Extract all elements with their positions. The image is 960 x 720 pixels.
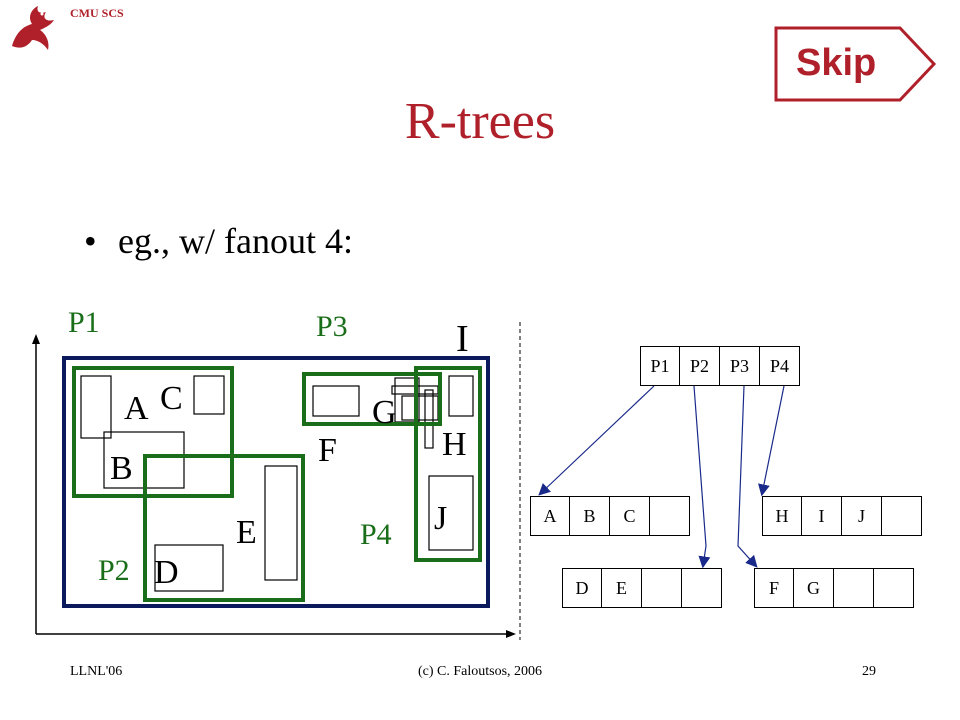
leaf-de-cell-2: E bbox=[602, 568, 642, 608]
leaf-de-cell-1: D bbox=[562, 568, 602, 608]
root-cell-p2: P2 bbox=[680, 346, 720, 386]
tree-pointers bbox=[538, 385, 785, 569]
rect-h bbox=[448, 375, 474, 417]
label-d: D bbox=[154, 554, 179, 591]
root-cell-p4: P4 bbox=[760, 346, 800, 386]
leaf-de-cell-3 bbox=[642, 568, 682, 608]
coordinate-axes bbox=[32, 334, 516, 638]
leaf-abc-cell-1: A bbox=[530, 496, 570, 536]
leaf-fg-cell-2: G bbox=[794, 568, 834, 608]
pointer-p3 bbox=[737, 385, 758, 568]
label-p3: P3 bbox=[316, 310, 348, 343]
rect-j bbox=[428, 475, 474, 551]
mbr-rectangles bbox=[72, 366, 482, 602]
footer-page-number: 29 bbox=[862, 664, 876, 679]
data-rectangles bbox=[80, 375, 474, 592]
skip-button-label: Skip bbox=[796, 42, 877, 84]
label-i: I bbox=[456, 318, 469, 360]
rect-f bbox=[312, 385, 360, 417]
space-boundary bbox=[62, 356, 490, 608]
leaf-hij-cell-4 bbox=[882, 496, 922, 536]
label-p1: P1 bbox=[68, 306, 100, 339]
leaf-fg-cell-3 bbox=[834, 568, 874, 608]
mbr-p3 bbox=[302, 372, 442, 426]
label-p4: P4 bbox=[360, 518, 392, 551]
leaf-abc-cell-2: B bbox=[570, 496, 610, 536]
mbr-p4 bbox=[414, 366, 482, 562]
footer-center: (c) C. Faloutsos, 2006 bbox=[417, 664, 543, 679]
mbr-p1 bbox=[72, 366, 234, 498]
skip-button[interactable]: Skip bbox=[774, 26, 938, 102]
root-cell-p1: P1 bbox=[640, 346, 680, 386]
label-c: C bbox=[160, 380, 183, 417]
leaf-fg-cell-1: F bbox=[754, 568, 794, 608]
page-title: R-trees bbox=[404, 93, 556, 150]
pointer-p1 bbox=[538, 385, 655, 496]
rect-i bbox=[424, 389, 434, 449]
leaf-hij-cell-1: H bbox=[762, 496, 802, 536]
dragon-icon bbox=[12, 6, 54, 50]
label-f: F bbox=[318, 432, 337, 469]
label-a: A bbox=[124, 390, 149, 427]
skip-arrow-shape bbox=[774, 26, 937, 102]
leaf-hij-cell-2: I bbox=[802, 496, 842, 536]
leaf-fg-cell-4 bbox=[874, 568, 914, 608]
label-j: J bbox=[434, 500, 448, 537]
pointer-p4 bbox=[758, 385, 785, 497]
rect-a bbox=[80, 375, 112, 439]
label-p2: P2 bbox=[98, 554, 130, 587]
leaf-abc-cell-3: C bbox=[610, 496, 650, 536]
bullet-text: eg., w/ fanout 4: bbox=[118, 221, 353, 261]
cmu-dragon-logo bbox=[6, 2, 62, 54]
rect-e bbox=[264, 465, 298, 581]
label-e: E bbox=[236, 514, 257, 551]
footer-left: LLNL'06 bbox=[70, 664, 123, 679]
label-b: B bbox=[110, 450, 133, 487]
leaf-abc-cell-4 bbox=[650, 496, 690, 536]
label-g: G bbox=[372, 394, 397, 431]
header-label: CMU SCS bbox=[70, 6, 124, 20]
leaf-hij-cell-3: J bbox=[842, 496, 882, 536]
mbr-p2 bbox=[143, 454, 305, 602]
pointer-p2 bbox=[693, 385, 711, 569]
leaf-de-cell-4 bbox=[682, 568, 722, 608]
label-h: H bbox=[442, 426, 467, 463]
bullet-dot: • bbox=[84, 221, 97, 261]
root-cell-p3: P3 bbox=[720, 346, 760, 386]
rect-d bbox=[154, 544, 224, 592]
rect-c bbox=[193, 375, 225, 415]
